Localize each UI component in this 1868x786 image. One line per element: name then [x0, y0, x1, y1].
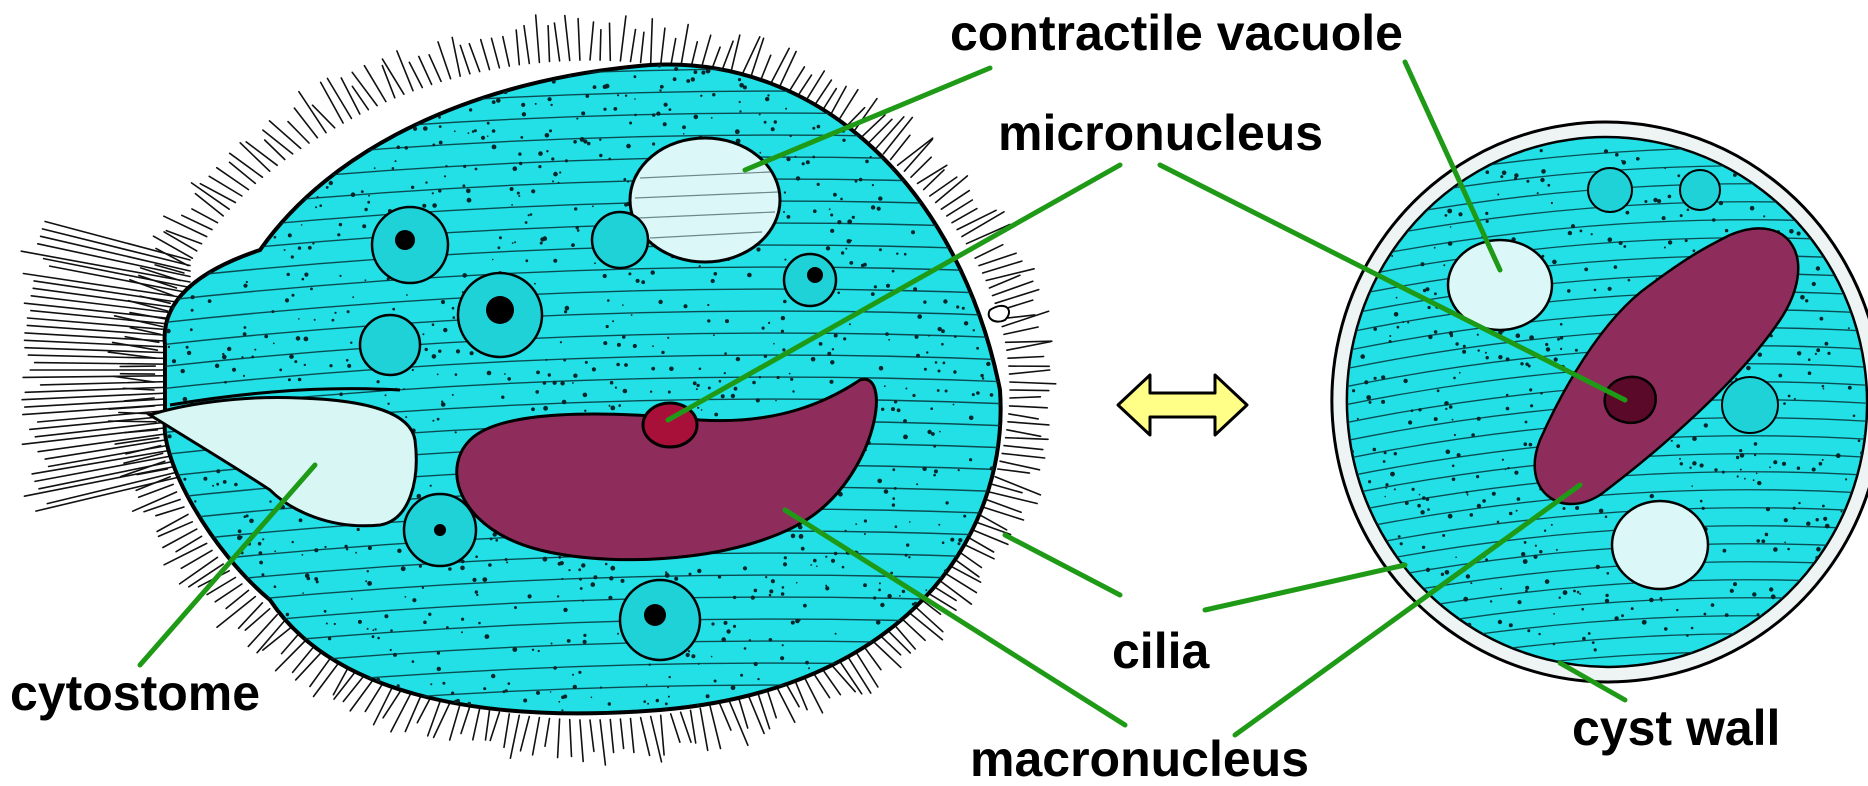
- double-headed-arrow-icon: [1118, 375, 1247, 435]
- leader-cilia-cyst: [1205, 565, 1405, 610]
- active-cell: [21, 15, 1055, 765]
- cyst-vacuole-lower: [1612, 501, 1708, 589]
- label-cytostome: cytostome: [10, 665, 260, 721]
- label-macronucleus: macronucleus: [970, 731, 1309, 786]
- label-cilia: cilia: [1112, 623, 1210, 679]
- cyst: [1296, 76, 1868, 718]
- contractile-vacuole: [630, 138, 780, 262]
- label-cyst-wall: cyst wall: [1572, 700, 1780, 756]
- label-contractile-vacuole: contractile vacuole: [950, 5, 1403, 61]
- label-micronucleus: micronucleus: [998, 105, 1323, 161]
- leader-cilia-active: [1005, 535, 1120, 595]
- cyst-micronucleus: [1605, 377, 1656, 423]
